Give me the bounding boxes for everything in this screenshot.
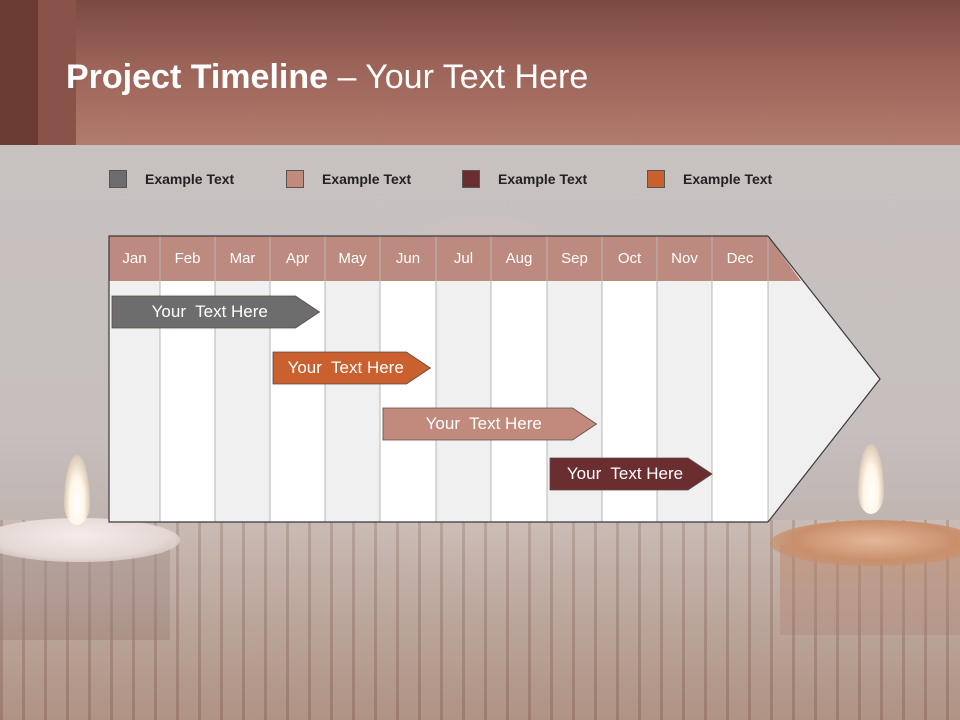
month-label-jan: Jan [122,250,147,267]
month-column [491,281,547,522]
task-bar [111,295,321,329]
month-label-feb: Feb [174,250,201,267]
legend-item[interactable]: Example Text [286,170,411,188]
month-header-cell [491,236,547,281]
month-header-cell [547,236,602,281]
task-bar [549,457,713,491]
title-band-stripe [0,0,38,145]
title-band-stripe [38,0,76,145]
month-header-cell [380,236,436,281]
task-label[interactable]: Your Text Here [425,414,542,433]
left-candle [0,518,180,562]
legend-label: Example Text [322,171,412,187]
right-candle [770,520,960,566]
task-bar [272,351,432,385]
month-header-cell [325,236,380,281]
month-column [325,281,380,522]
month-header-cell [160,236,215,281]
legend-label: Example Text [498,171,588,187]
month-header-cell [602,236,657,281]
left-candle-flame [64,455,90,525]
month-label-apr: Apr [285,250,310,267]
month-label-mar: Mar [229,250,256,267]
month-column [380,281,436,522]
legend-item[interactable]: Example Text [462,170,587,188]
month-label-jun: Jun [395,250,421,267]
slide-title[interactable]: Project Timeline – Your Text Here [66,58,588,97]
month-header-cell [436,236,491,281]
right-candle-flame [858,444,884,514]
task-label[interactable]: Your Text Here [151,302,268,321]
month-label-aug: Aug [505,250,533,267]
month-header-cell [270,236,325,281]
timeline-outline [108,235,768,523]
legend-swatch [286,170,304,188]
month-header-cell [712,236,768,281]
task-bar [382,407,598,441]
month-label-jul: Jul [453,250,474,267]
task-label[interactable]: Your Text Here [287,358,404,377]
month-label-may: May [338,250,367,267]
month-header-cell [109,236,160,281]
legend-swatch [109,170,127,188]
legend-label: Example Text [683,171,773,187]
title-band: Project Timeline – Your Text Here [0,0,960,145]
month-label-oct: Oct [617,250,642,267]
legend-swatch [647,170,665,188]
month-header-cell [657,236,712,281]
arrow-head [768,236,880,522]
slide-title-bold: Project Timeline [66,58,329,96]
month-header-cell [215,236,270,281]
legend-label: Example Text [145,171,235,187]
legend: Example Text Example Text Example Text E… [0,170,960,192]
slide-title-rest: – Your Text Here [328,58,589,96]
arrow-head-outline [767,235,881,523]
legend-swatch [462,170,480,188]
legend-item[interactable]: Example Text [109,170,234,188]
month-label-dec: Dec [726,250,754,267]
month-column [712,281,768,522]
task-label[interactable]: Your Text Here [566,464,684,483]
month-label-nov: Nov [671,250,698,267]
month-column [436,281,491,522]
legend-item[interactable]: Example Text [647,170,772,188]
month-label-sep: Sep [561,250,588,267]
